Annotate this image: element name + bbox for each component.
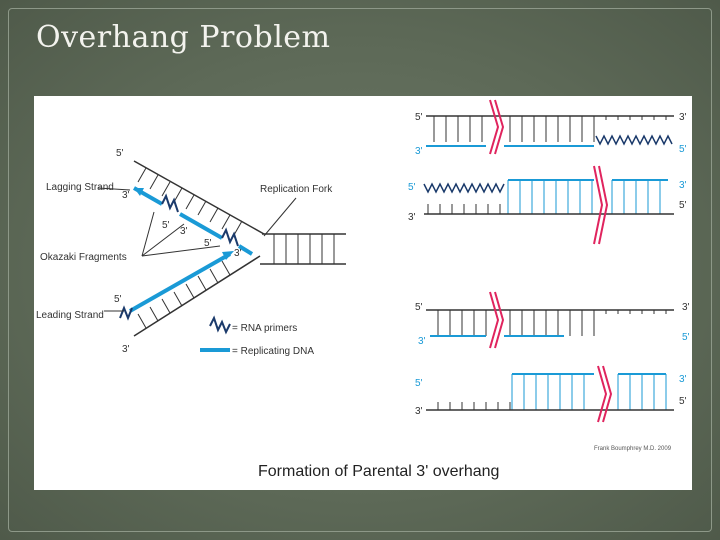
panel1-bottom-left: 3' — [415, 146, 423, 157]
panel4-bottom-left: 3' — [415, 406, 423, 417]
panel2-top-right: 3' — [679, 180, 687, 191]
overhang-panels — [423, 99, 674, 423]
panel2-rna-primer — [423, 182, 505, 194]
panel3-top-left: 5' — [415, 302, 423, 313]
diagram-figure: 5' 3' Lagging Strand Replication Fork Ok… — [34, 96, 692, 490]
panel1-rna-primer — [595, 134, 673, 146]
slide-frame — [8, 8, 712, 532]
panel3-bottom-left: 3' — [418, 336, 426, 347]
panel-2-labels: 5' 3' 3' 5' — [408, 180, 687, 223]
leading-strand-label: Leading Strand — [36, 310, 104, 321]
panel4-top-right: 3' — [679, 374, 687, 385]
panel3-bottom-right: 5' — [682, 332, 690, 343]
panel1-break — [494, 99, 505, 155]
okazaki-fragments-label: Okazaki Fragments — [40, 252, 127, 263]
fork-end-5-mid2: 5' — [204, 238, 212, 249]
panel3-break — [494, 291, 505, 349]
author-credit: Frank Boumphrey M.D. 2009 — [594, 446, 672, 452]
fork-end-5-top: 5' — [116, 148, 124, 159]
panel1-top-right: 3' — [679, 112, 687, 123]
legend-rna-primers: = RNA primers — [232, 323, 297, 334]
panel1-break — [489, 99, 500, 155]
panel4-bottom-right: 5' — [679, 396, 687, 407]
panel2-break — [593, 165, 604, 245]
panel4-top-left: 5' — [415, 378, 423, 389]
panel-4-labels: 5' 3' 3' 5' — [415, 374, 687, 417]
panel2-bottom-left: 3' — [408, 212, 416, 223]
panel4-break — [597, 365, 608, 423]
panel-3-labels: 5' 3' 3' 5' — [415, 302, 690, 347]
panel1-bottom-right: 5' — [679, 144, 687, 155]
fork-end-5-mid1: 5' — [162, 220, 170, 231]
panel3-break — [489, 291, 500, 349]
replication-fork-label: Replication Fork — [260, 184, 333, 195]
fork-end-3-top: 3' — [122, 190, 130, 201]
panel1-top-left: 5' — [415, 112, 423, 123]
slide-title: Overhang Problem — [36, 20, 331, 55]
panel-1-labels: 5' 3' 3' 5' — [415, 112, 687, 157]
legend-replicating-dna: = Replicating DNA — [232, 346, 314, 357]
panel2-bottom-right: 5' — [679, 200, 687, 211]
figure-caption: Formation of Parental 3' overhang — [258, 463, 500, 480]
fork-end-5-leading: 5' — [114, 294, 122, 305]
lagging-strand-label: Lagging Strand — [46, 182, 114, 193]
diagram-svg: 5' 3' Lagging Strand Replication Fork Ok… — [36, 99, 690, 423]
fork-end-3-bottom: 3' — [122, 344, 130, 355]
panel3-top-right: 3' — [682, 302, 690, 313]
replication-fork — [97, 160, 346, 352]
panel2-break — [598, 165, 609, 245]
fork-end-3-mid2: 3' — [234, 248, 242, 259]
panel4-break — [602, 365, 613, 423]
fork-end-3-mid1: 3' — [180, 226, 188, 237]
panel2-top-left: 5' — [408, 182, 416, 193]
